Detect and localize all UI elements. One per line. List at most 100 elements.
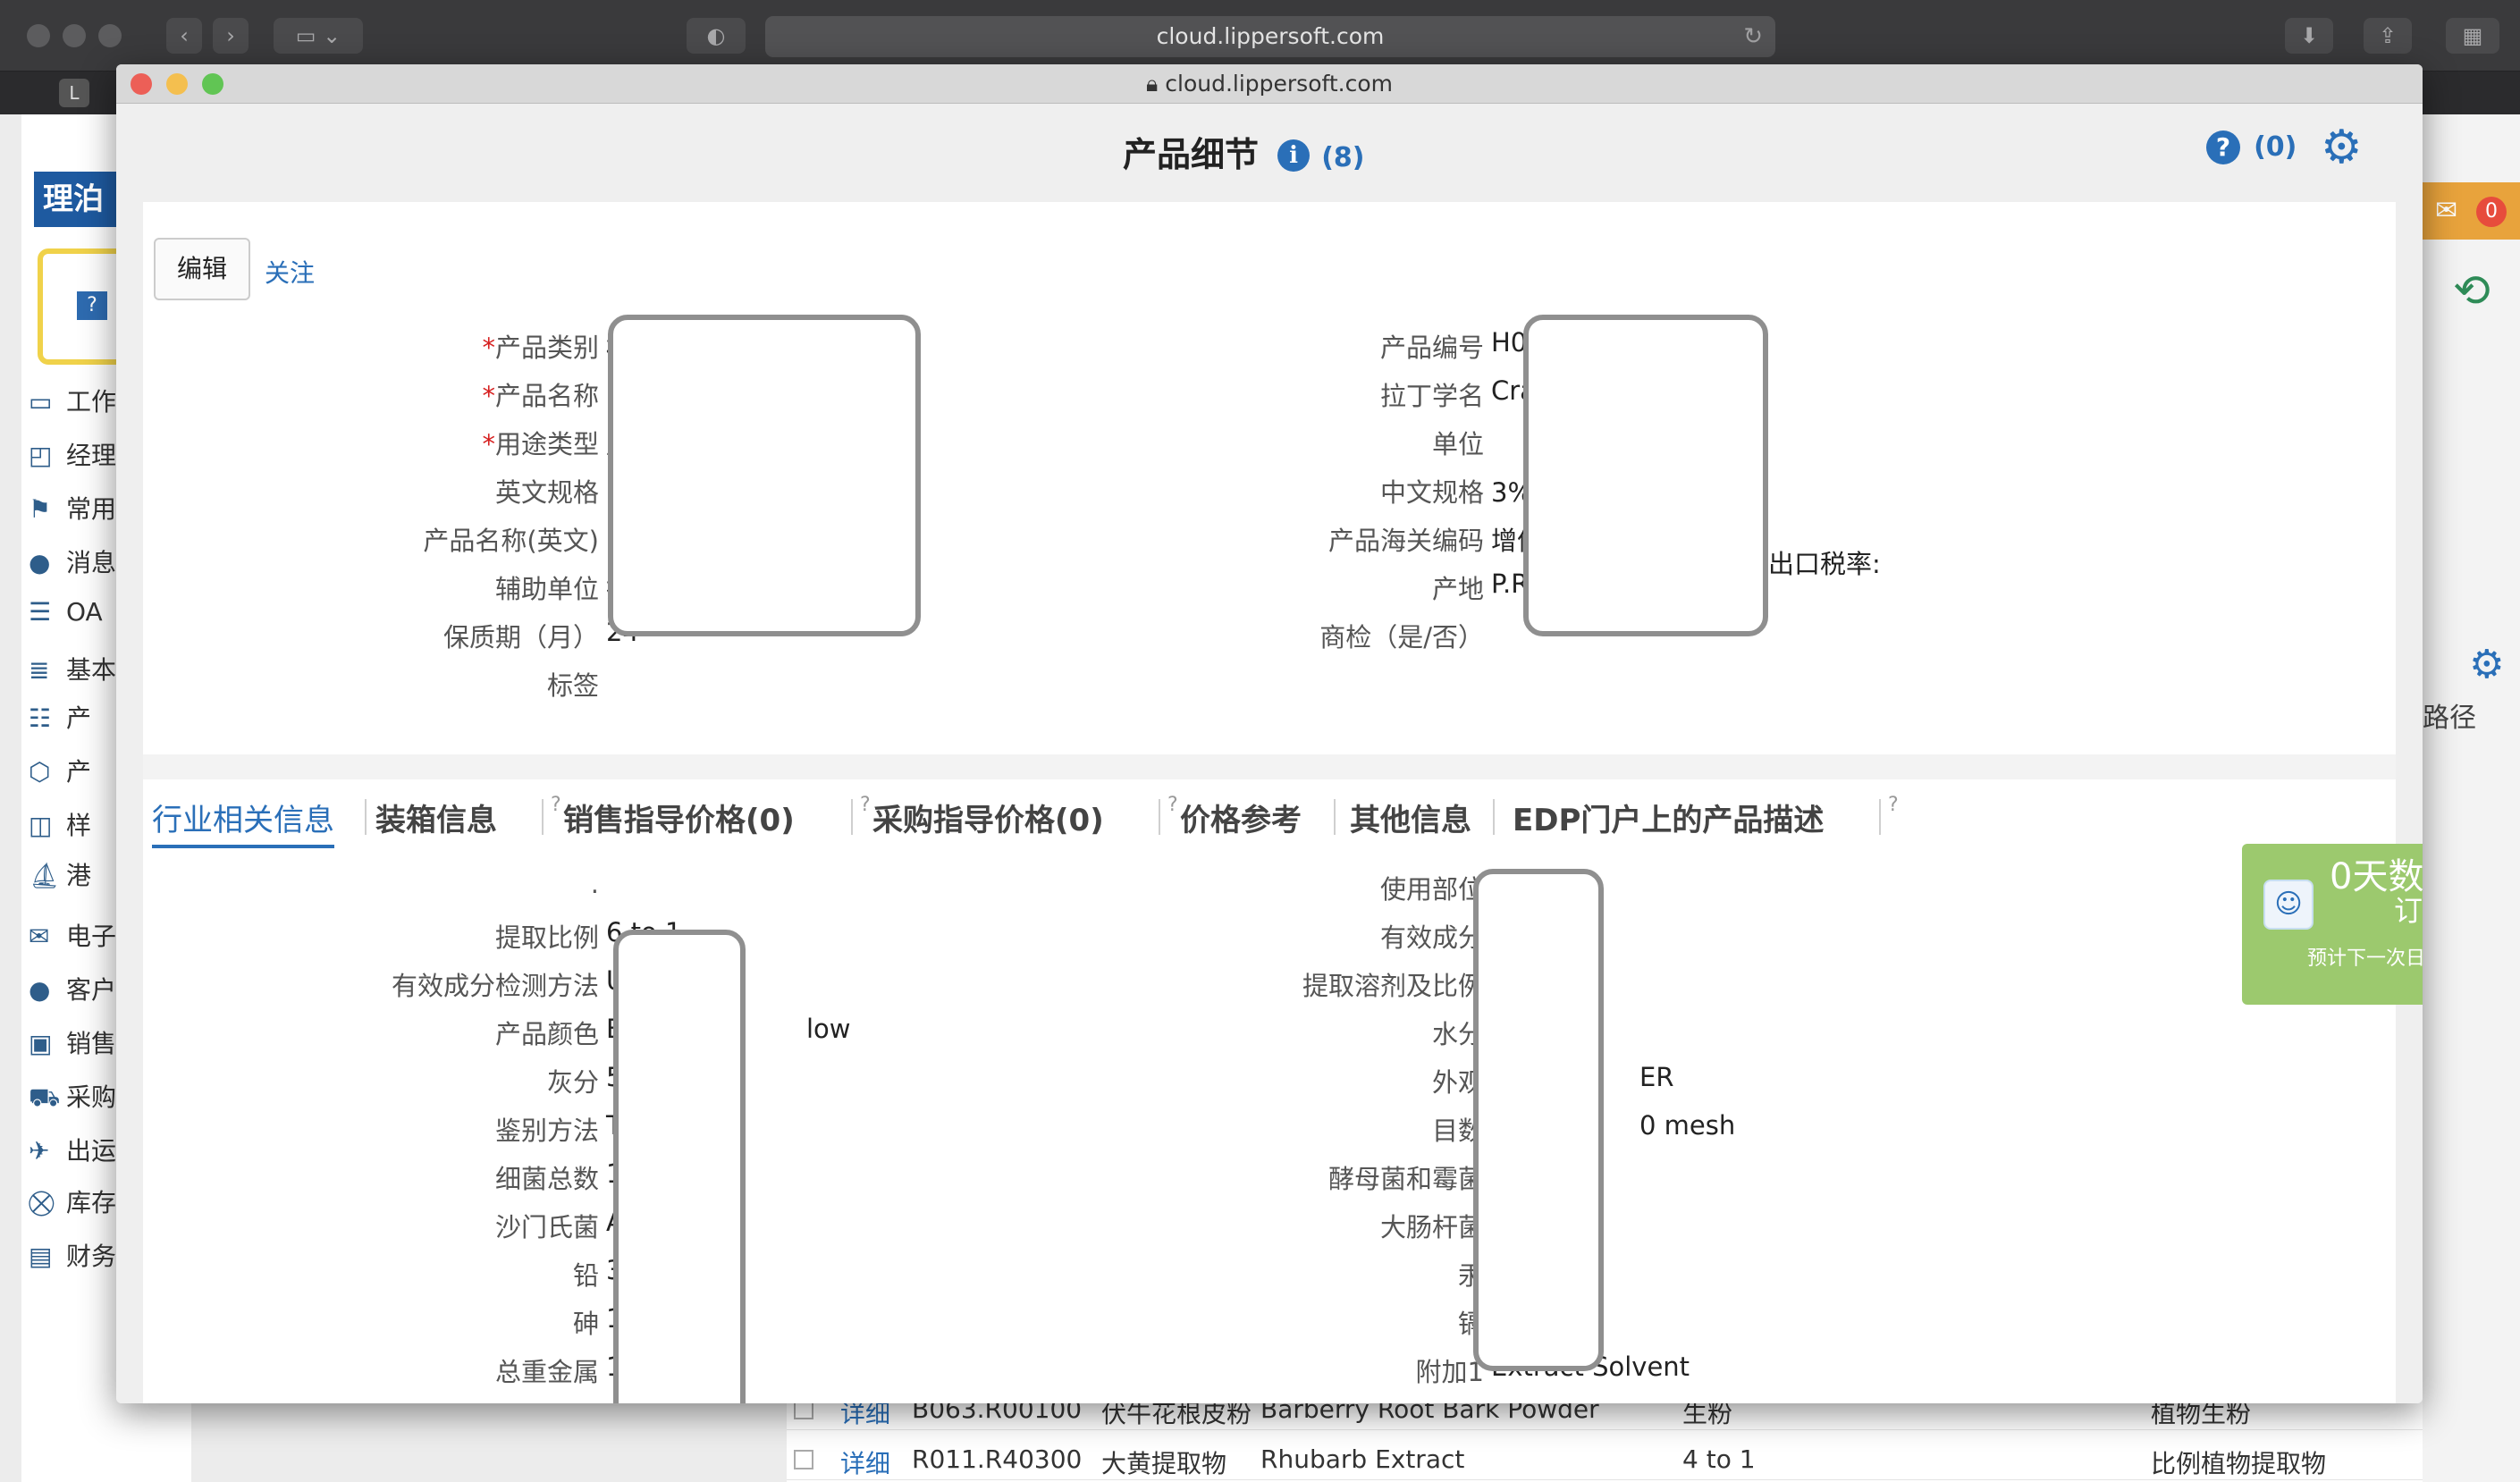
money-icon: ▤ xyxy=(29,1242,53,1271)
field-label-text: 铅 xyxy=(572,1260,599,1291)
tab-item[interactable]: EDP门户上的产品描述 xyxy=(1513,803,1825,838)
tab-overview-icon[interactable]: ▦ xyxy=(2446,18,2499,54)
field-label-text: 产品颜色 xyxy=(494,1019,599,1049)
field-label-text: 砷 xyxy=(572,1309,599,1339)
tab-separator xyxy=(542,799,544,835)
detail-link[interactable]: 详细 xyxy=(840,1399,891,1428)
sidebar-item[interactable]: ☷产 xyxy=(29,699,91,735)
sidebar-item[interactable]: ●消息 xyxy=(29,543,116,579)
field-label-text: 使用部位 xyxy=(1379,874,1484,905)
message-area[interactable]: ✉ 0 xyxy=(2423,182,2520,240)
info-icon[interactable]: i xyxy=(1277,139,1311,172)
user-icon: ● xyxy=(29,975,51,1005)
field-label: 目数 xyxy=(1108,1110,1484,1148)
tab-item[interactable]: 价格参考 xyxy=(1180,803,1302,838)
gear-icon[interactable]: ⚙ xyxy=(2469,642,2505,687)
field-label-text: 标签 xyxy=(546,670,599,701)
address-bar[interactable]: cloud.lippersoft.com ↻ xyxy=(765,16,1775,57)
sidebar-item[interactable]: ⬡产 xyxy=(29,753,91,788)
sidebar-item[interactable]: ✈出运 xyxy=(29,1132,116,1167)
sidebar-item[interactable]: ▤财务 xyxy=(29,1237,116,1273)
sidebar-item[interactable]: ▣ 销售 xyxy=(29,1024,116,1060)
tab-favicon[interactable]: L xyxy=(59,79,89,107)
field-label-text: 酵母菌和霉菌 xyxy=(1327,1164,1484,1194)
sidebar-item-label: 采购 xyxy=(66,1082,117,1112)
field-label: 使用部位 xyxy=(1108,869,1484,906)
briefcase-icon: ▣ xyxy=(29,1029,53,1058)
field-row: 产地P.R.C xyxy=(143,568,2396,608)
minimize-window-dot[interactable] xyxy=(63,24,86,47)
refresh-icon[interactable]: ⟲ xyxy=(2453,265,2491,316)
sidebar-item[interactable]: ⛟采购 xyxy=(29,1078,116,1114)
sidebar-item[interactable]: ●客户 xyxy=(29,971,116,1006)
field-row: 提取溶剂及比例 xyxy=(143,965,2396,1005)
window-titlebar: 🔒︎ cloud.lippersoft.com xyxy=(116,64,2423,104)
reload-icon[interactable]: ↻ xyxy=(1743,23,1763,50)
sidebar-item-label: OA xyxy=(66,597,103,627)
sidebar-toggle-icon[interactable]: ▭ ⌄ xyxy=(274,18,363,54)
field-value-tail: 0 mesh xyxy=(1639,1110,1736,1141)
sidebar-item-label: 经理 xyxy=(66,441,117,470)
share-icon[interactable]: ⇪ xyxy=(2364,18,2412,54)
field-row: 中文规格3%黄 xyxy=(143,472,2396,511)
row-checkbox[interactable] xyxy=(794,1450,813,1469)
order-days-value: 0天数 xyxy=(2330,856,2423,897)
tab-item[interactable]: 装箱信息 xyxy=(375,803,497,838)
close-window-dot[interactable] xyxy=(27,24,50,47)
tab-help-icon[interactable]: ? xyxy=(860,794,871,816)
field-label: 有效成分 xyxy=(1108,917,1484,955)
forward-icon[interactable]: › xyxy=(213,18,249,54)
redaction-box xyxy=(1523,315,1768,636)
order-days-label: 订货天数 xyxy=(2394,894,2423,928)
back-icon[interactable]: ‹ xyxy=(166,18,202,54)
sidebar-item[interactable]: ☰OA xyxy=(29,597,103,633)
tab-item[interactable]: 采购指导价格(0) xyxy=(872,803,1104,838)
sidebar-item[interactable]: ⛒库存 xyxy=(29,1183,116,1219)
order-days-panel[interactable]: ☺ 0天数 订货天数 预计下一次日期 xyxy=(2242,844,2423,1005)
sidebar-item[interactable]: ⚑常用 xyxy=(29,490,116,526)
sidebar-item-label: 样 xyxy=(66,811,92,840)
detail-link[interactable]: 详细 xyxy=(840,1449,891,1478)
window-url-text: cloud.lippersoft.com xyxy=(1165,71,1394,97)
sidebar-item[interactable]: ⛵︎港 xyxy=(29,856,91,892)
sidebar-item-label: 销售 xyxy=(66,1029,117,1058)
tab-item[interactable]: 其他信息 xyxy=(1350,803,1471,838)
info-count[interactable]: (8) xyxy=(1321,142,1365,173)
field-label: 沙门氏菌 xyxy=(223,1207,599,1244)
row-name-en: Rhubarb Extract xyxy=(1260,1444,1465,1474)
field-row: 酵母菌和霉菌1 xyxy=(143,1158,2396,1198)
tab-item[interactable]: 销售指导价格(0) xyxy=(563,803,795,838)
tab-help-icon[interactable]: ? xyxy=(1888,794,1899,816)
zoom-window-dot[interactable] xyxy=(98,24,122,47)
minimize-button[interactable] xyxy=(166,73,188,95)
edit-button[interactable]: 编辑 xyxy=(154,238,250,300)
tab-help-icon[interactable]: ? xyxy=(1167,794,1178,816)
required-asterisk: * xyxy=(482,381,495,411)
table-row[interactable]: 详细 R011.R40300 大黄提取物 Rhubarb Extract 4 t… xyxy=(787,1437,2423,1480)
field-label: 英文规格 xyxy=(223,472,599,509)
settings-gear-icon[interactable]: ⚙ xyxy=(2321,121,2363,174)
row-code: R011.R40300 xyxy=(912,1444,1083,1474)
field-label: 总重金属 xyxy=(223,1351,599,1389)
download-icon[interactable]: ⬇ xyxy=(2285,18,2333,54)
tab-item[interactable]: 行业相关信息 xyxy=(152,796,334,848)
field-label-text: 中文规格 xyxy=(1379,477,1484,508)
sidebar-item[interactable]: ≣基本 xyxy=(29,651,116,686)
sidebar-item[interactable]: ▭工作 xyxy=(29,383,116,418)
help-icon[interactable]: ? xyxy=(2206,131,2240,164)
follow-link[interactable]: 关注 xyxy=(265,258,316,288)
field-row: 商检（是/否） xyxy=(143,617,2396,656)
close-button[interactable] xyxy=(131,73,152,95)
field-label: 提取溶剂及比例 xyxy=(1108,965,1484,1003)
zoom-button[interactable] xyxy=(202,73,223,95)
shield-icon[interactable]: ◐ xyxy=(687,18,746,54)
tab-separator xyxy=(851,799,853,835)
row-category: 比例植物提取物 xyxy=(2151,1449,2327,1478)
help-area: ? (0) xyxy=(2206,131,2297,164)
sidebar-item[interactable]: ✉电子 xyxy=(29,917,116,953)
sidebar-item[interactable]: ◫样 xyxy=(29,806,91,842)
tab-help-icon[interactable]: ? xyxy=(551,794,561,816)
help-count[interactable]: (0) xyxy=(2254,131,2297,163)
sidebar-item[interactable]: ◰经理 xyxy=(29,436,116,472)
field-row: 使用部位B xyxy=(143,869,2396,908)
